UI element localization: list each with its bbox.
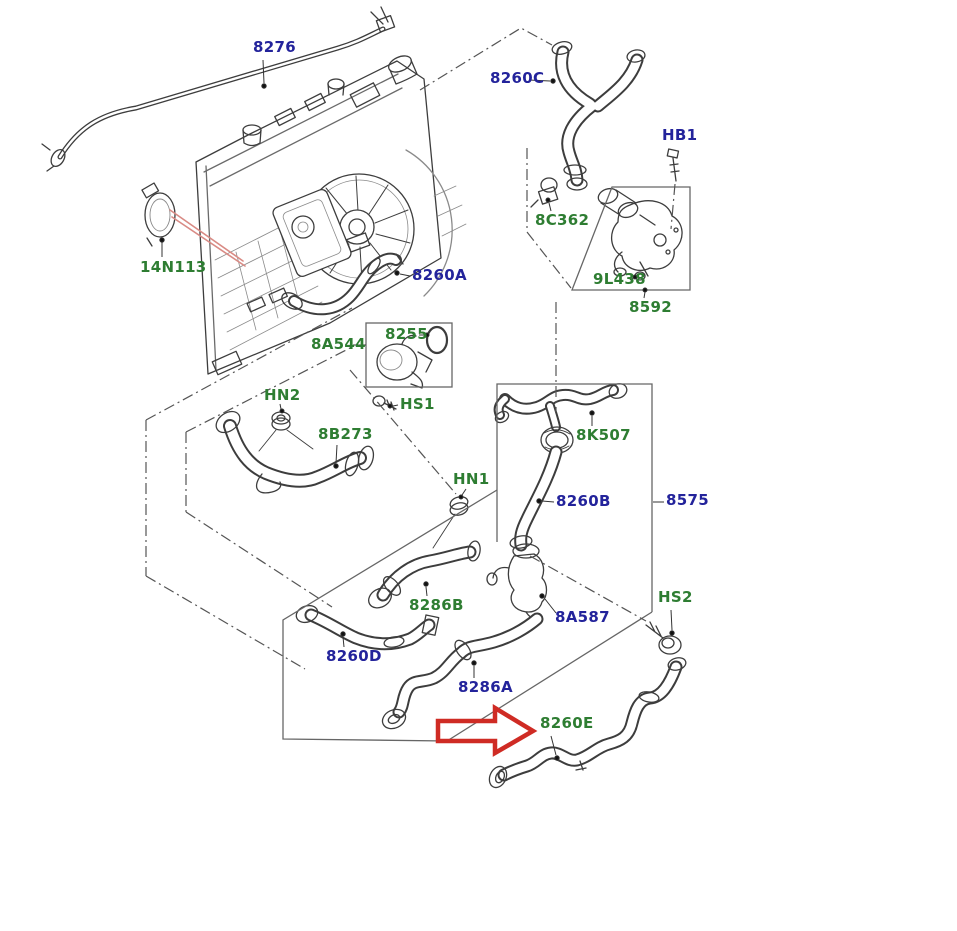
part-label-8260C: 8260C: [490, 69, 545, 87]
part-label-8C362: 8C362: [535, 211, 590, 229]
screw-HS1-drawing: [372, 395, 397, 411]
thermostat-housing-drawing: [597, 187, 683, 277]
part-label-8260B: 8260B: [556, 492, 611, 510]
part-label-HS1: HS1: [400, 395, 435, 413]
part-label-8260D: 8260D: [326, 647, 382, 665]
bolt-HB1-drawing: [666, 148, 680, 182]
dash-dot-boundaries: [145, 27, 676, 670]
part-label-8260A: 8260A: [412, 266, 467, 284]
part-label-8276: 8276: [253, 38, 296, 56]
part-label-HB1: HB1: [662, 126, 698, 144]
aux-pump-8A544-drawing: [376, 325, 449, 389]
hose-8260C-drawing: [551, 41, 646, 191]
highlight-arrow: [435, 704, 538, 757]
part-label-HS2: HS2: [658, 588, 693, 606]
screw-HS2-drawing: [645, 621, 682, 655]
part-label-8K507: 8K507: [576, 426, 631, 444]
fan-control-module: [272, 188, 352, 278]
box-8575: [496, 383, 653, 612]
part-label-8260E: 8260E: [540, 714, 594, 732]
part-label-8286B: 8286B: [409, 596, 464, 614]
radiator-cap: [242, 55, 418, 147]
hose-8286A-drawing: [381, 612, 544, 730]
hose-8K507-drawing: [493, 383, 628, 454]
nut-HN1-drawing: [432, 496, 469, 549]
hose-8286B-drawing: [368, 540, 481, 609]
pipe-8276-drawing: [41, 6, 396, 172]
hose-8260B-drawing: [509, 445, 563, 552]
part-label-14N113: 14N113: [140, 258, 207, 276]
part-label-HN2: HN2: [264, 386, 301, 404]
box-8592: [571, 186, 691, 291]
part-label-HN1: HN1: [453, 470, 490, 488]
part-label-8A587: 8A587: [555, 608, 610, 626]
group-boxes: [282, 186, 691, 742]
part-label-8A544: 8A544: [311, 335, 366, 353]
red-pointer-lines: [169, 209, 246, 267]
part-label-8575: 8575: [666, 491, 709, 509]
box-lower-group: [282, 489, 653, 742]
hose-8B273-drawing: [215, 410, 375, 494]
sensor-8C362-drawing: [530, 177, 559, 208]
valve-8A587-drawing: [486, 543, 548, 620]
box-8A544: [365, 322, 453, 388]
part-label-8255: 8255: [385, 325, 428, 343]
hose-8260A-drawing: [281, 252, 404, 316]
radiator-core-fins: [214, 185, 467, 351]
part-label-8B273: 8B273: [318, 425, 373, 443]
oring-8255-drawing: [425, 325, 449, 355]
part-label-8592: 8592: [629, 298, 672, 316]
clamp-14N113-drawing: [141, 182, 176, 247]
leader-lines: [159, 59, 675, 761]
nut-HN2-drawing: [258, 411, 314, 452]
part-label-9L438: 9L438: [593, 270, 646, 288]
hose-8260E-drawing: [488, 657, 687, 789]
part-label-8286A: 8286A: [458, 678, 513, 696]
